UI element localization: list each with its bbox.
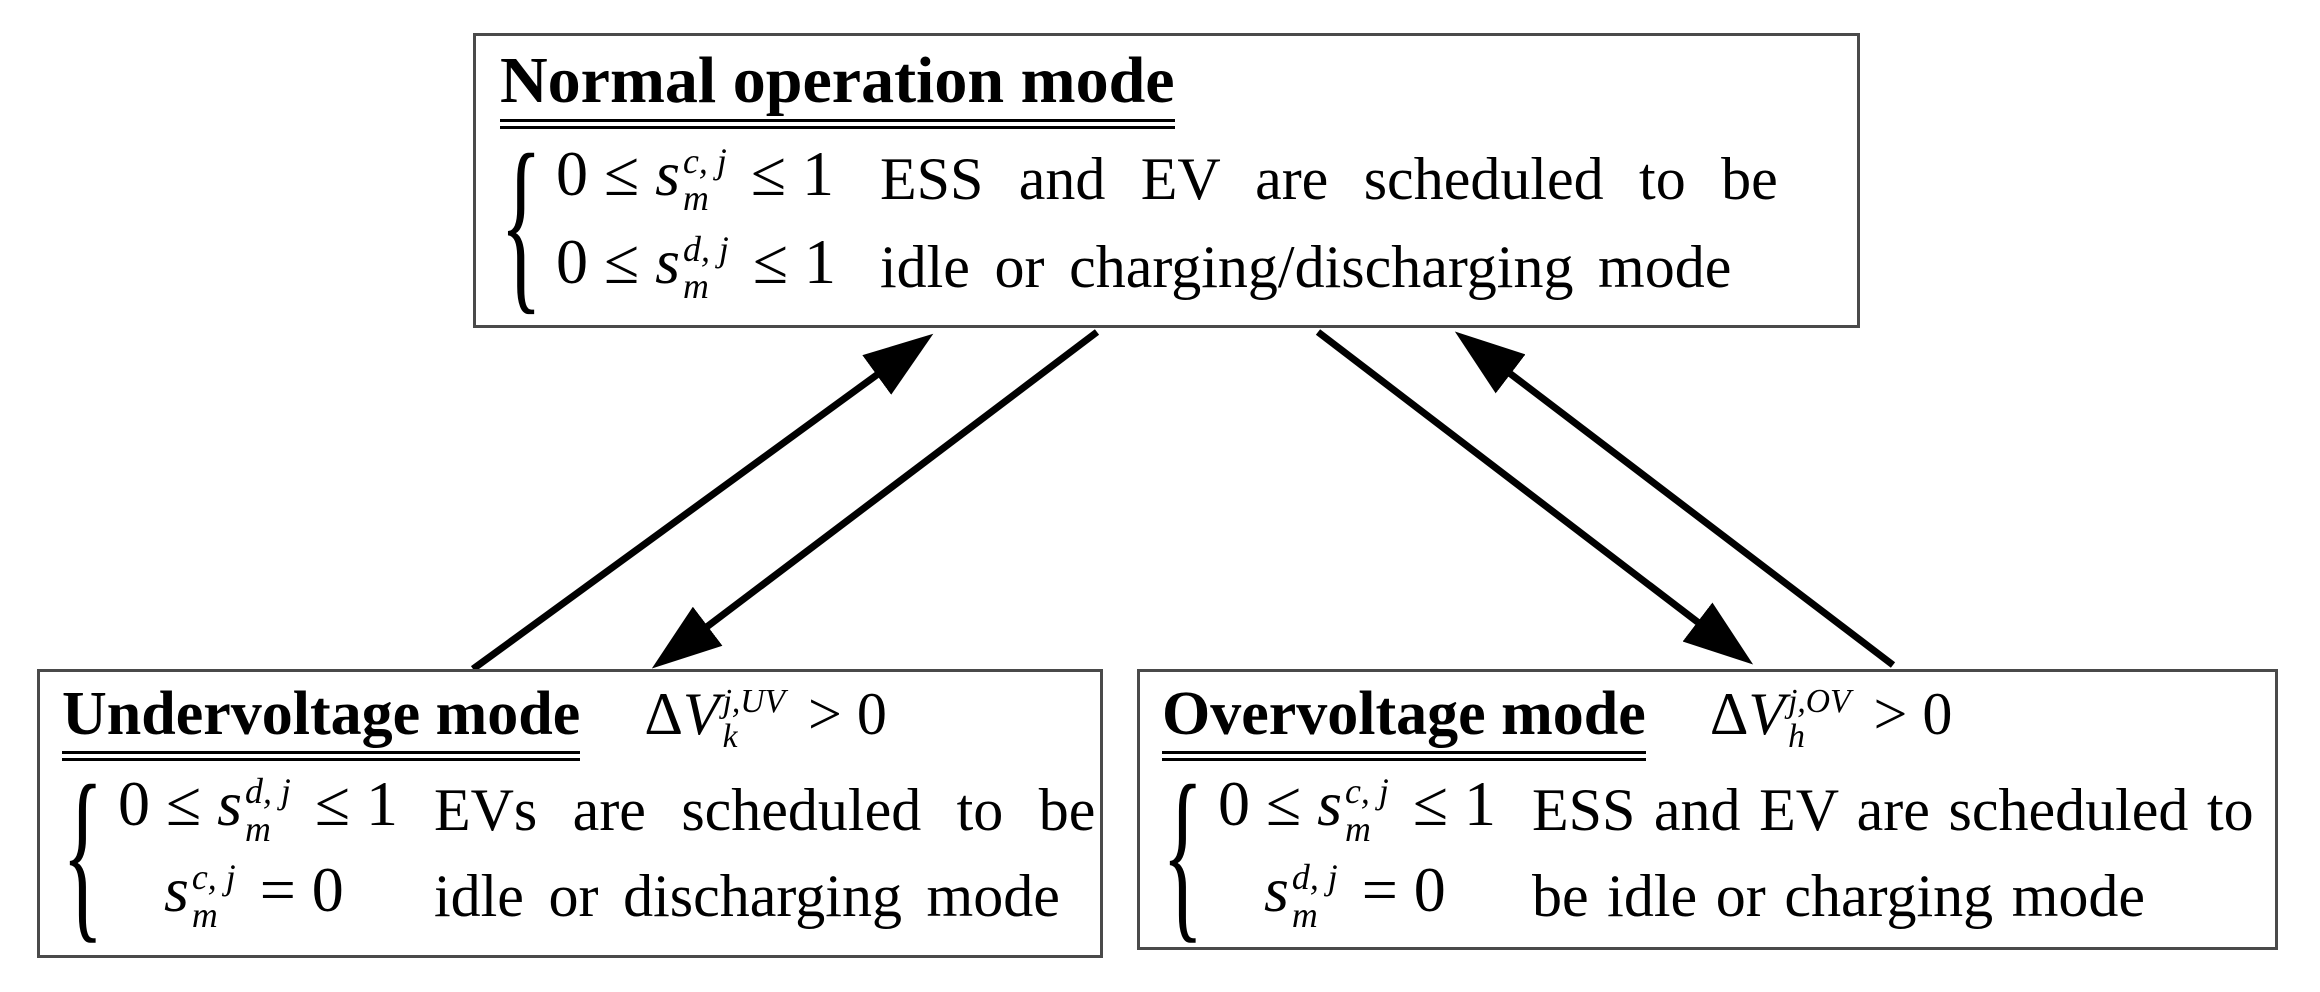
equation-superscript: c, j [191,857,236,898]
condition-post: > 0 [793,681,887,747]
cases-brace-icon: { [1162,746,1204,960]
condition-base: V [682,681,720,747]
equation-post: ≤ 1 [734,137,834,209]
condition-subscript: k [722,718,738,756]
description-line: ESS and EV are scheduled to be [879,146,1778,213]
equation-subscript: m [191,894,218,935]
equation-base: s [1264,854,1289,926]
equation-superscript: c, j [683,140,727,181]
condition-superscript: j,UV [722,683,786,721]
equation-superscript: d, j [245,771,291,812]
equation-base: s [655,137,681,209]
delta-symbol: Δ [644,681,683,747]
condition-subscript: h [1788,718,1805,756]
condition-post: > 0 [1858,681,1953,747]
equation-superscript: d, j [1291,857,1338,898]
cases-brace-icon: { [500,114,543,331]
equation-base: s [164,854,189,926]
equation-subscript: m [1291,894,1318,935]
equation-post: ≤ 1 [1396,768,1496,840]
description-line: idle or discharging mode [433,863,1060,930]
equation-base: s [655,225,681,297]
equation-post: ≤ 1 [736,225,836,297]
equation-pre: 0 ≤ [118,768,218,840]
delta-symbol: Δ [1709,681,1749,747]
equation-base: s [217,768,243,840]
description-line: idle or charging/discharging mode [879,234,1732,301]
arrow-normal-to-undervoltage-icon [651,329,1100,669]
equation-superscript: c, j [1345,771,1389,812]
normal-mode-title: Normal operation mode [500,46,1175,130]
description-line: ESS and EV are scheduled to [1531,777,2254,844]
equation-subscript: m [683,265,709,306]
equation-subscript: m [1345,808,1371,849]
equation-subscript: m [245,808,271,849]
equation-superscript: d, j [683,228,729,269]
arrow-undervoltage-to-normal-icon [470,333,934,672]
equation-post: ≤ 1 [298,768,398,840]
equation-pre: 0 ≤ [556,137,656,209]
condition-superscript: j,OV [1788,683,1851,721]
condition-base: V [1748,681,1786,747]
arrow-overvoltage-to-normal-icon [1454,331,1896,668]
cases-brace-icon: { [62,746,104,960]
description-line: be idle or charging mode [1531,863,2146,930]
undervoltage-mode-title: Undervoltage mode [62,681,581,762]
equation-pre: 0 ≤ [1218,768,1318,840]
equation-base: s [1317,768,1343,840]
overvoltage-mode-title: Overvoltage mode [1162,681,1646,762]
equation-post: = 0 [243,854,344,926]
equation-post: = 0 [1345,854,1446,926]
description-line: EVs are scheduled to be [433,777,1096,844]
equation-pre: 0 ≤ [556,225,656,297]
normal-mode-title-row: Normal operation mode [500,46,1837,130]
equation-subscript: m [683,177,709,218]
arrow-normal-to-overvoltage-icon [1315,329,1754,665]
